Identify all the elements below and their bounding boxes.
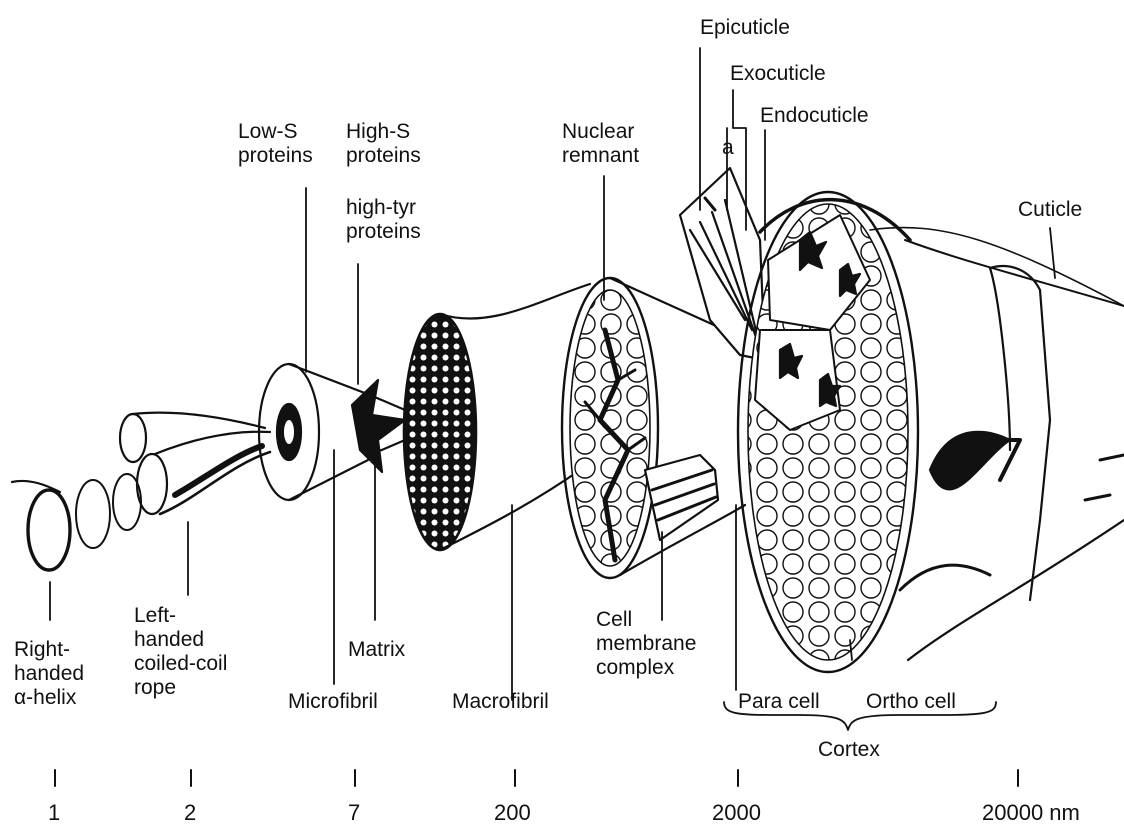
cortex-cross-section: [738, 192, 1124, 672]
label-low-s-proteins: Low-S proteins: [238, 120, 313, 168]
coiled-coil-rope: [120, 413, 270, 514]
scale-ticks: [55, 770, 1018, 786]
alpha-helix: [12, 474, 141, 570]
label-exocuticle: Exocuticle: [730, 62, 826, 86]
whole-fiber: [900, 266, 1124, 660]
scale-value-7: 7: [348, 800, 360, 826]
label-endocuticle: Endocuticle: [760, 104, 869, 128]
label-high-s-proteins: High-S proteins: [346, 120, 421, 168]
label-epicuticle: Epicuticle: [700, 16, 790, 40]
scale-value-20000-nm: 20000 nm: [982, 800, 1080, 826]
label-high-tyr-proteins: high-tyr proteins: [346, 196, 421, 244]
label-macrofibril: Macrofibril: [452, 690, 549, 714]
label-cuticle: Cuticle: [1018, 198, 1082, 222]
label-cell-membrane-complex: Cell membrane complex: [596, 608, 696, 680]
label-a-layer: a: [722, 136, 734, 160]
label-matrix: Matrix: [348, 638, 405, 662]
cuticle-scales: [680, 168, 765, 360]
scale-value-1: 1: [48, 800, 60, 826]
scale-value-2000: 2000: [712, 800, 761, 826]
label-cortex: Cortex: [818, 738, 880, 762]
scale-value-200: 200: [494, 800, 531, 826]
scale-value-2: 2: [184, 800, 196, 826]
label-left-handed-coiled-coil-rope: Left- handed coiled-coil rope: [134, 604, 227, 700]
label-ortho-cell: Ortho cell: [866, 690, 956, 714]
label-microfibril: Microfibril: [288, 690, 378, 714]
label-right-handed-alpha-helix: Right- handed α-helix: [14, 638, 84, 710]
label-nuclear-remnant: Nuclear remnant: [562, 120, 639, 168]
label-para-cell: Para cell: [738, 690, 820, 714]
